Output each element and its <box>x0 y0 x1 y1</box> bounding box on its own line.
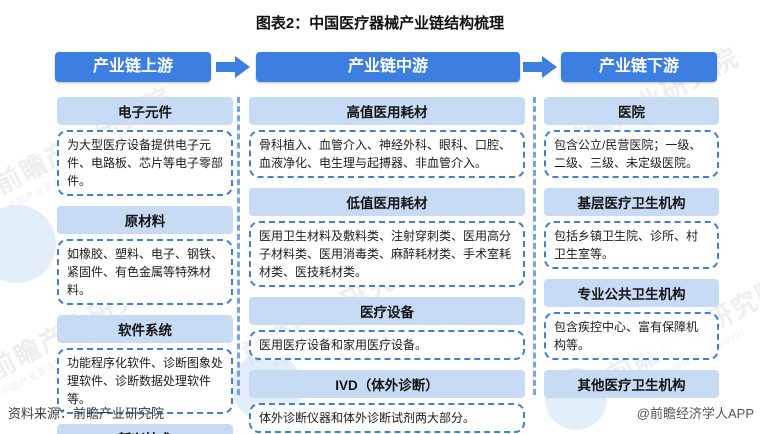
item-title: 专业公共卫生机构 <box>544 279 719 307</box>
arrow-right-icon <box>523 52 559 82</box>
stage-downstream: 产业链下游 <box>561 52 717 82</box>
item-title: 原材料 <box>57 206 233 234</box>
source-note: 资料来源：前瞻产业研究院 <box>8 406 165 421</box>
midstream-chain-item: IVD（体外诊断） 体外诊断仪器和体外诊断试剂两大部分。 <box>249 370 525 433</box>
column-separator <box>533 97 536 395</box>
arrow-head <box>542 56 557 78</box>
upstream-chain-item: 新兴技术人工智能、物联网等新兴科技技术在医疗器械领域应用。 <box>57 424 233 434</box>
stage-upstream: 产业链上游 <box>55 52 211 82</box>
arrow-head <box>235 56 250 78</box>
column-upstream: 电子元件为大型医疗设备提供电子元件、电路板、芯片等电子零部件。原材料如橡胶、塑料… <box>57 97 233 434</box>
downstream-chain-item: 专业公共卫生机构包含疾控中心、富有保障机构等。 <box>544 279 719 360</box>
midstream-chain-item: 高值医用耗材骨科植入、血管介入、神经外科、眼科、口腔、血液净化、电生理与起搏器、… <box>249 97 525 178</box>
item-description: 如橡胶、塑料、电子、钢铁、紧固件、有色金属等特殊材料。 <box>57 239 233 305</box>
item-description: 包括乡镇卫生院、诊所、村卫生室等。 <box>544 221 719 269</box>
item-description: 医用医疗设备和家用医疗设备。 <box>249 330 525 360</box>
downstream-chain-item: 基层医疗卫生机构包括乡镇卫生院、诊所、村卫生室等。 <box>544 188 719 269</box>
downstream-chain-item: 医院包含公立/民营医院；一级、二级、三级、未定级医院。 <box>544 97 719 178</box>
arrow-shaft <box>523 62 542 72</box>
credit-note: @前瞻经济学人APP <box>636 406 754 421</box>
item-title: 基层医疗卫生机构 <box>544 188 719 216</box>
upstream-chain-item: 电子元件为大型医疗设备提供电子元件、电路板、芯片等电子零部件。 <box>57 97 233 196</box>
item-title: IVD（体外诊断） <box>249 370 525 398</box>
item-description: 体外诊断仪器和体外诊断试剂两大部分。 <box>249 403 525 433</box>
column-midstream: 高值医用耗材骨科植入、血管介入、神经外科、眼科、口腔、血液净化、电生理与起搏器、… <box>249 97 525 434</box>
arrow-right-icon <box>216 52 252 82</box>
item-title: 软件系统 <box>57 315 233 343</box>
midstream-chain-item: 医疗设备医用医疗设备和家用医疗设备。 <box>249 297 525 360</box>
upstream-chain-item: 原材料如橡胶、塑料、电子、钢铁、紧固件、有色金属等特殊材料。 <box>57 206 233 305</box>
item-title: 医院 <box>544 97 719 125</box>
item-title: 低值医用耗材 <box>249 188 525 216</box>
chain-columns: 电子元件为大型医疗设备提供电子元件、电路板、芯片等电子零部件。原材料如橡胶、塑料… <box>0 97 760 434</box>
downstream-chain-item: 其他医疗卫生机构 <box>544 370 719 398</box>
column-separator <box>237 97 240 395</box>
item-description: 为大型医疗设备提供电子元件、电路板、芯片等电子零部件。 <box>57 130 233 196</box>
item-title: 医疗设备 <box>249 297 525 325</box>
item-description: 包含疾控中心、富有保障机构等。 <box>544 312 719 360</box>
item-title: 其他医疗卫生机构 <box>544 370 719 398</box>
midstream-chain-item: 低值医用耗材医用卫生材料及敷料类、注射穿刺类、医用高分子材料类、医用消毒类、麻醉… <box>249 188 525 287</box>
item-title: 电子元件 <box>57 97 233 125</box>
item-description: 医用卫生材料及敷料类、注射穿刺类、医用高分子材料类、医用消毒类、麻醉耗材类、手术… <box>249 221 525 287</box>
figure-title: 图表2：中国医疗器械产业链结构梳理 <box>255 15 505 32</box>
upstream-chain-item: 软件系统功能程序化软件、诊断图象处理软件、诊断数据处理软件等。 <box>57 315 233 414</box>
item-title: 新兴技术 <box>57 424 233 434</box>
stage-midstream: 产业链中游 <box>256 52 520 82</box>
arrow-shaft <box>216 62 235 72</box>
item-description: 骨科植入、血管介入、神经外科、眼科、口腔、血液净化、电生理与起搏器、非血管介入。 <box>249 130 525 178</box>
column-downstream: 医院包含公立/民营医院；一级、二级、三级、未定级医院。基层医疗卫生机构包括乡镇卫… <box>544 97 719 408</box>
item-title: 高值医用耗材 <box>249 97 525 125</box>
item-description: 包含公立/民营医院；一级、二级、三级、未定级医院。 <box>544 130 719 178</box>
